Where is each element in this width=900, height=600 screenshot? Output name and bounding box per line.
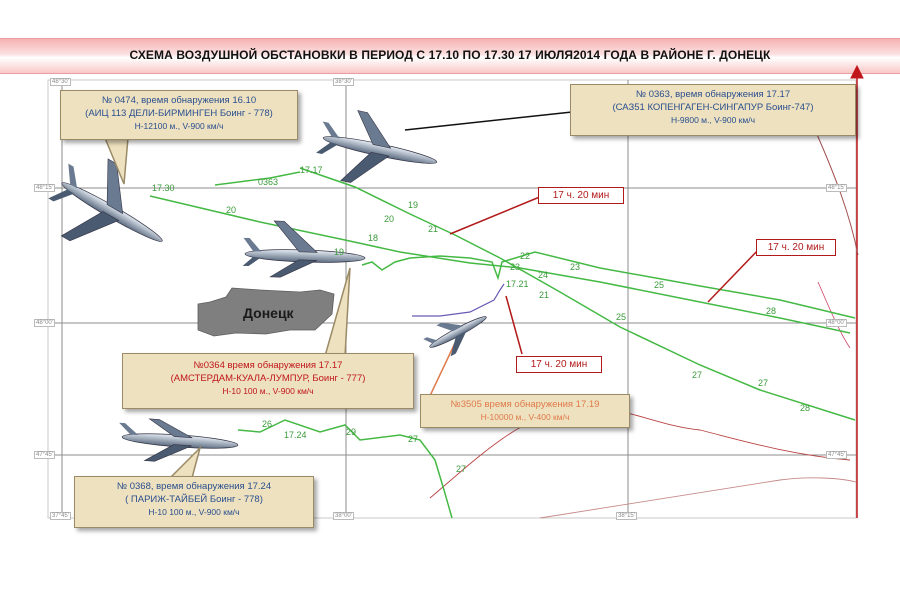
track-label: 19	[334, 247, 345, 257]
donetsk-city-area	[197, 287, 335, 337]
aircraft-0364	[242, 220, 366, 278]
red-arrow	[850, 64, 864, 518]
grid-label: 38°00'	[333, 512, 354, 520]
track-label: 23	[510, 262, 521, 272]
track-label: 21	[428, 224, 439, 234]
grid-label: 48°00'	[826, 319, 847, 327]
callout-0364-line1: №0364 время обнаружения 17.17	[193, 360, 343, 371]
leader-lines	[404, 111, 761, 401]
callout-0364-line3: Н-10 100 м., V-900 км/ч	[222, 386, 314, 396]
grid-label: 37°45'	[50, 512, 71, 520]
track-label: 20	[384, 214, 395, 224]
track-label: 17.21	[506, 279, 529, 289]
grid-label: 48°30'	[50, 78, 71, 86]
grid-label: 48°15'	[826, 184, 847, 192]
callout-0368-line1: № 0368, время обнаружения 17.24	[116, 481, 272, 492]
aircraft-0363	[316, 110, 438, 183]
track-label: 23	[570, 262, 581, 272]
track-label: 27	[692, 370, 703, 380]
track-label: 27	[758, 378, 769, 388]
callout-3505-line1: №3505 время обнаружения 17.19	[450, 399, 600, 410]
track-label: 22	[520, 251, 531, 261]
grid-label: 48°00'	[34, 319, 55, 327]
callout-0368: № 0368, время обнаружения 17.24 ( ПАРИЖ-…	[74, 476, 314, 528]
track-label: 26	[262, 419, 273, 429]
callout-3505-line2: Н-10000 м., V-400 км/ч	[480, 412, 570, 422]
city-label-donetsk: Донецк	[243, 305, 294, 321]
grid-label: 47°45'	[34, 451, 55, 459]
track-label: 28	[766, 306, 777, 316]
track-label: 28	[800, 403, 811, 413]
track-label: 17.24	[284, 430, 307, 440]
track-label: 17.17	[300, 165, 323, 175]
track-label: 0363	[258, 177, 279, 187]
time-box-1: 17 ч. 20 мин	[538, 187, 624, 204]
track-label: 18	[368, 233, 379, 243]
grid-label: 47°45'	[826, 451, 847, 459]
track-label: 25	[654, 280, 665, 290]
callout-0363-line3: Н-9800 м., V-900 км/ч	[670, 115, 756, 125]
grid-label: 38°30'	[333, 78, 354, 86]
time-box-3: 17 ч. 20 мин	[516, 356, 602, 373]
grid-label: 48°15'	[34, 184, 55, 192]
track-label: 25	[616, 312, 627, 322]
callout-0474-line3: Н-12100 м., V-900 км/ч	[134, 121, 224, 131]
aircraft-3505	[423, 316, 487, 357]
map-title: СХЕМА ВОЗДУШНОЙ ОБСТАНОВКИ В ПЕРИОД С 17…	[129, 48, 771, 62]
track-label: 17.30	[152, 183, 175, 193]
aircraft-0474	[48, 158, 163, 242]
callout-3505: №3505 время обнаружения 17.19 Н-10000 м.…	[420, 394, 630, 428]
callout-0364-line2: (АМСТЕРДАМ-КУАЛА-ЛУМПУР, Боинг - 777)	[170, 373, 366, 384]
track-label: 21	[539, 290, 550, 300]
purple-track	[412, 283, 505, 317]
boundary-lines	[429, 129, 859, 519]
callout-0368-line3: Н-10 100 м., V-900 км/ч	[148, 507, 240, 517]
title-bar: СХЕМА ВОЗДУШНОЙ ОБСТАНОВКИ В ПЕРИОД С 17…	[0, 38, 900, 74]
track-label: 27	[456, 464, 467, 474]
track-label: 24	[538, 270, 549, 280]
callout-0474-line1: № 0474, время обнаружения 16.10	[101, 95, 257, 106]
callout-0363: № 0363, время обнаружения 17.17 (САЗ51 К…	[570, 84, 856, 136]
callout-0363-line2: (САЗ51 КОПЕНГАГЕН-СИНГАПУР Боинг-747)	[612, 102, 814, 113]
callout-0363-line1: № 0363, время обнаружения 17.17	[635, 89, 791, 100]
aircraft-0368	[119, 418, 239, 462]
callout-0474: № 0474, время обнаружения 16.10 (АИЦ 113…	[60, 90, 298, 140]
track-label: 29	[346, 427, 357, 437]
callout-0368-line2: ( ПАРИЖ-ТАЙБЕЙ Боинг - 778)	[125, 494, 263, 505]
flight-tracks	[149, 167, 856, 519]
time-box-2: 17 ч. 20 мин	[756, 239, 836, 256]
callout-0364: №0364 время обнаружения 17.17 (АМСТЕРДАМ…	[122, 353, 414, 409]
track-label: 20	[226, 205, 237, 215]
callout-0474-line2: (АИЦ 113 ДЕЛИ-БИРМИНГЕН Боинг - 778)	[85, 108, 273, 119]
track-label: 19	[408, 200, 419, 210]
track-label: 27	[408, 434, 419, 444]
grid-label: 38°15'	[616, 512, 637, 520]
